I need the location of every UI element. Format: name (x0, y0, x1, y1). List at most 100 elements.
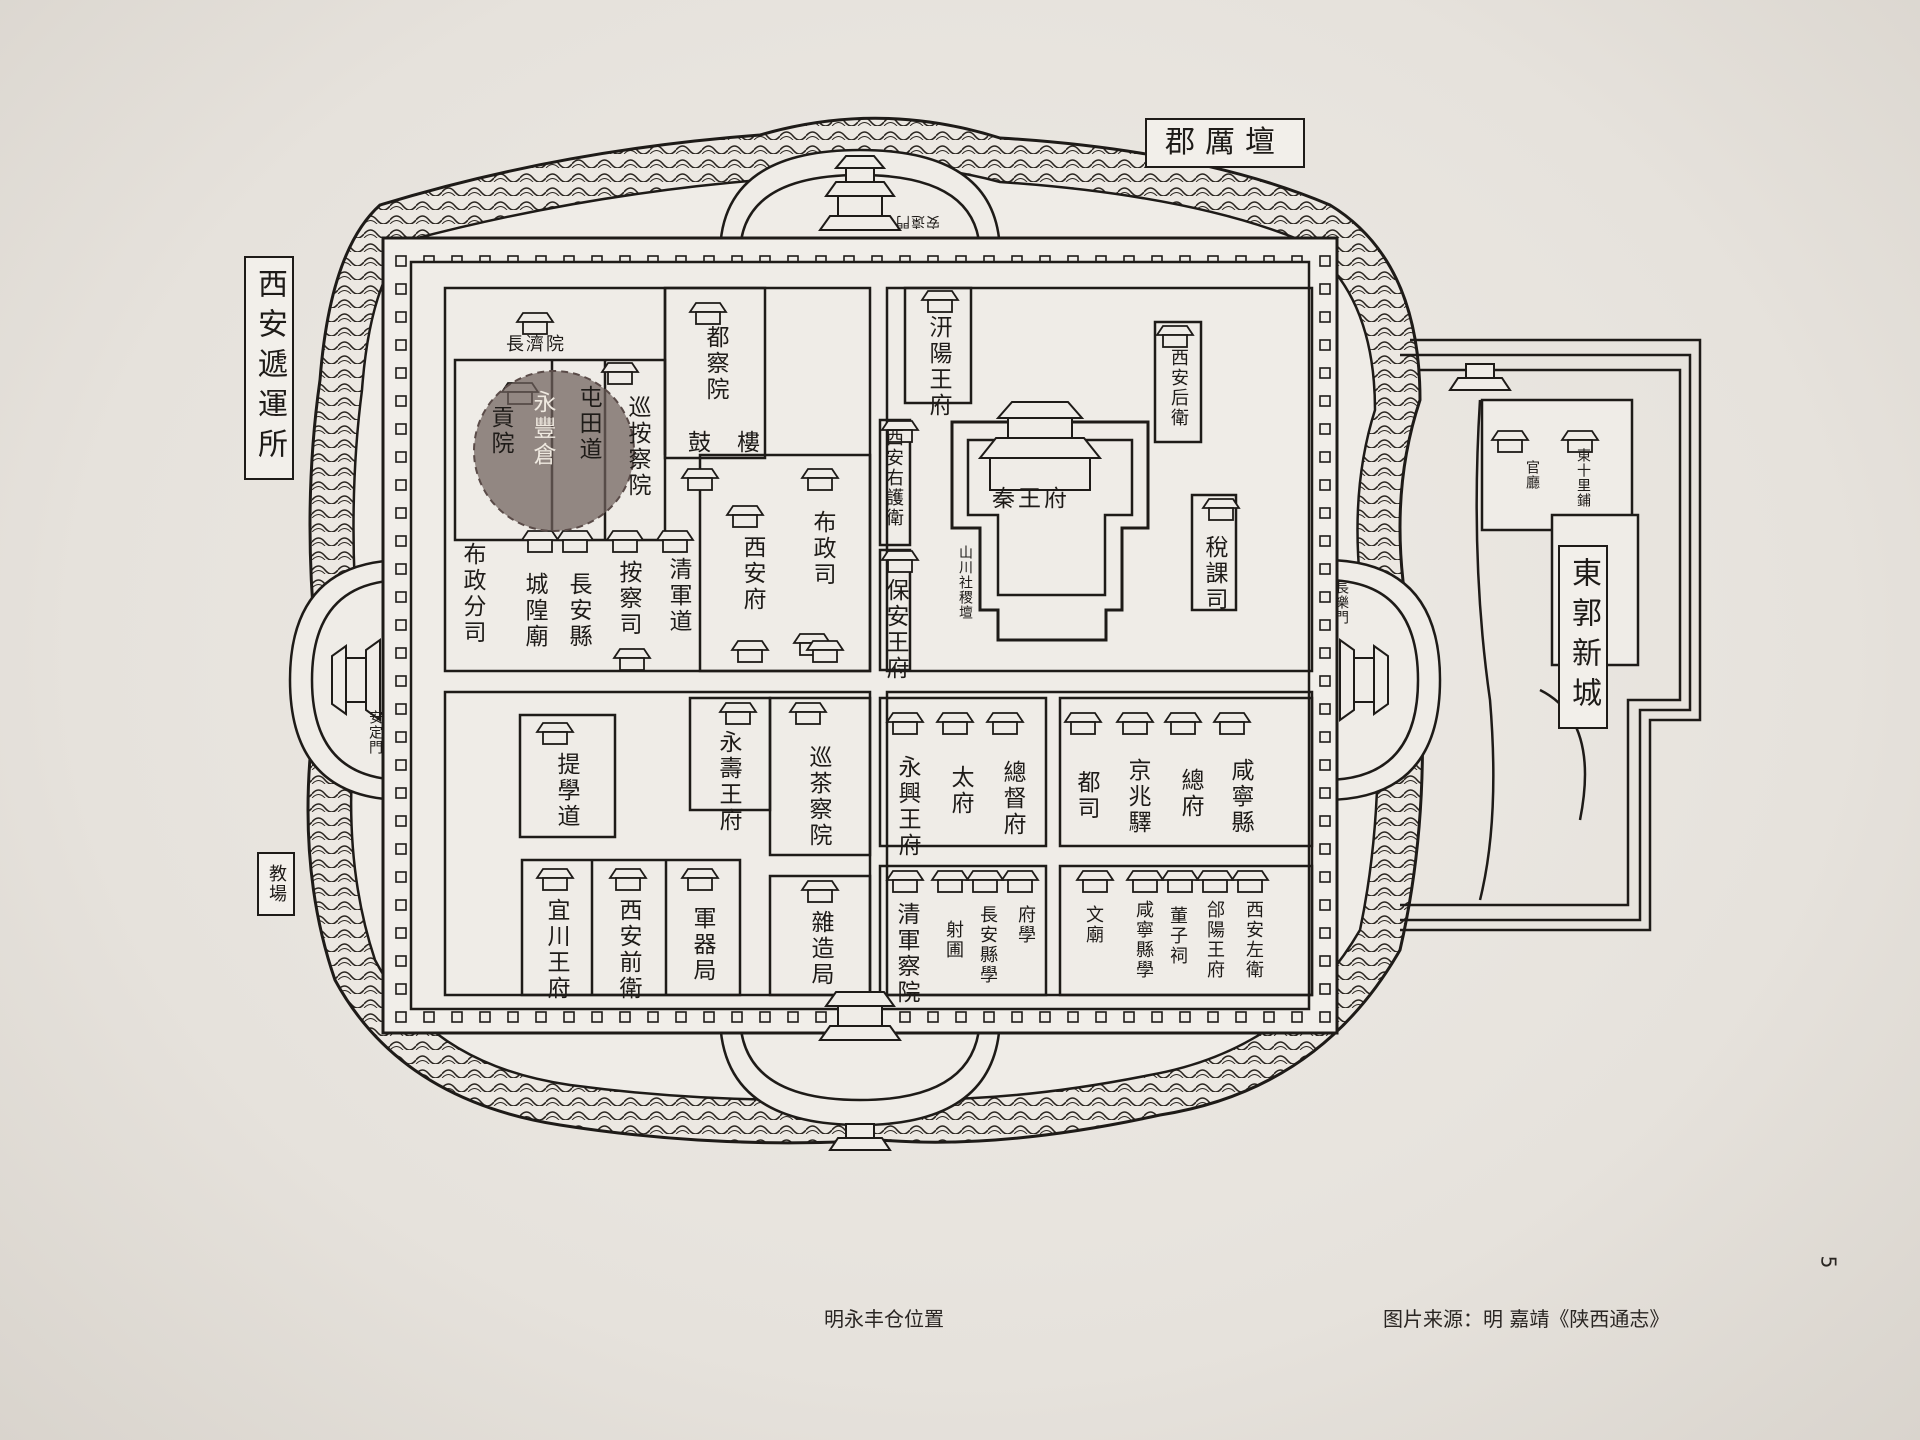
label-anchasi: 按察司 (615, 560, 641, 638)
building-icon (520, 530, 560, 553)
building-icon (535, 868, 575, 891)
building-icon (730, 640, 770, 663)
building-icon (788, 702, 828, 725)
building-icon (1560, 430, 1600, 453)
label-tax-office: 稅課司 (1201, 535, 1227, 613)
label-gongyuan: 貢院 (487, 405, 513, 457)
building-icon (555, 530, 595, 553)
label-gulou: 鼓樓 (688, 430, 786, 456)
building-icon (1195, 870, 1235, 893)
label-jingzhao-post: 京兆驛 (1124, 758, 1150, 836)
building-icon (718, 702, 758, 725)
label-prefecture-school: 府學 (1015, 905, 1036, 945)
label-tuntiandao: 屯田道 (575, 385, 601, 463)
building-icon (1490, 430, 1530, 453)
label-arsenal: 軍器局 (689, 906, 715, 984)
label-changji: 長濟院 (506, 334, 566, 355)
label-confucius-temple: 文廟 (1083, 905, 1104, 945)
label-buzhengfensi: 布政分司 (459, 542, 485, 646)
building-icon (600, 362, 640, 385)
building-icon (608, 868, 648, 891)
building-icon (800, 880, 840, 903)
building-icon (1115, 712, 1155, 735)
label-xianning-county: 咸寧縣 (1227, 758, 1253, 836)
building-icon (885, 712, 925, 735)
building-icon (935, 712, 975, 735)
building-icon (688, 302, 728, 325)
label-xianning-county-school: 咸寧縣學 (1133, 900, 1154, 980)
building-icon (965, 870, 1005, 893)
label-drill-ground: 教場 (257, 852, 295, 916)
label-chenghuangmiao: 城隍廟 (521, 572, 547, 650)
label-xian-left-guard: 西安左衛 (1243, 900, 1264, 980)
label-archery-ground: 射圃 (943, 920, 964, 960)
building-icon (985, 712, 1025, 735)
label-tea-inspectorate: 巡茶察院 (805, 745, 831, 849)
building-icon (1125, 870, 1165, 893)
building-icon (880, 550, 920, 573)
building-icon (605, 530, 645, 553)
building-icon (680, 468, 720, 491)
label-west-gate: 安定門 (367, 710, 383, 755)
label-changan-county-school: 長安縣學 (977, 905, 998, 985)
label-north-gate: 安遠門 (895, 213, 940, 229)
label-duchayuan: 都察院 (702, 325, 728, 403)
label-east-ten-li: 東十里鋪 (1575, 448, 1591, 508)
label-yongshou-prince: 永壽王府 (715, 730, 741, 834)
building-icon (680, 868, 720, 891)
building-icon (1155, 325, 1195, 348)
building-icon (1212, 712, 1252, 735)
label-taifu: 太府 (947, 765, 973, 817)
building-icon (655, 530, 695, 553)
label-xian-transport-office: 西安遞運所 (244, 256, 294, 480)
label-xian-right-guard: 西安右護衛 (883, 428, 904, 528)
label-xiananfu: 西安府 (739, 535, 765, 613)
label-heyang-prince: 郃陽王府 (1204, 900, 1225, 980)
label-official-hall: 官廳 (1524, 460, 1540, 490)
building-icon (885, 870, 925, 893)
building-icon (515, 312, 555, 335)
label-qingjundao: 清軍道 (665, 557, 691, 635)
building-icon (1163, 712, 1203, 735)
building-icon (1000, 870, 1040, 893)
label-dusi: 都司 (1073, 770, 1099, 822)
building-icon (535, 722, 575, 745)
label-qianyang-prince: 汧陽王府 (925, 315, 951, 419)
building-icon (1230, 870, 1270, 893)
label-changanxian: 長安縣 (565, 572, 591, 650)
building-icon (1075, 870, 1115, 893)
label-east-gate: 長樂門 (1333, 580, 1349, 625)
figure-caption: 明永丰仓位置 (824, 1307, 944, 1331)
building-icon (725, 505, 765, 528)
figure-source: 图片来源：明 嘉靖《陕西通志》 (1383, 1307, 1670, 1331)
building-icon (880, 420, 920, 443)
label-tixuedao: 提學道 (553, 752, 579, 830)
building-icon (930, 870, 970, 893)
east-suburb-walls (1400, 338, 1702, 932)
label-workshop: 雜造局 (807, 910, 833, 988)
building-icon (1063, 712, 1103, 735)
label-zongdu: 總督府 (999, 760, 1025, 838)
label-xian-rear-guard: 西安后衛 (1168, 348, 1189, 428)
label-shanchuan-altar: 山川社稷壇 (957, 545, 973, 620)
label-east-suburb: 東郭新城 (1558, 545, 1608, 729)
gate-towers (331, 155, 1512, 1151)
label-xunanchayuan: 巡按察院 (624, 395, 650, 499)
granary-highlight (473, 370, 635, 532)
building-icon (800, 468, 840, 491)
building-icon (805, 640, 845, 663)
building-icon (920, 290, 960, 313)
building-icon (1201, 498, 1241, 521)
label-qin-palace: 秦王府 (992, 486, 1070, 512)
label-zongfu: 總府 (1177, 768, 1203, 820)
building-icon (612, 648, 652, 671)
label-military-inspectorate: 清軍察院 (893, 902, 919, 1006)
page-number: 5 (1816, 1255, 1841, 1269)
label-baoan-prince: 保安王府 (882, 578, 908, 682)
label-yichuan-prince: 宜川王府 (543, 898, 569, 1002)
label-junli-altar: 郡厲壇 (1145, 118, 1305, 168)
label-yongfengcang: 永豐倉 (529, 390, 555, 468)
label-xian-front-guard: 西安前衛 (615, 898, 641, 1002)
